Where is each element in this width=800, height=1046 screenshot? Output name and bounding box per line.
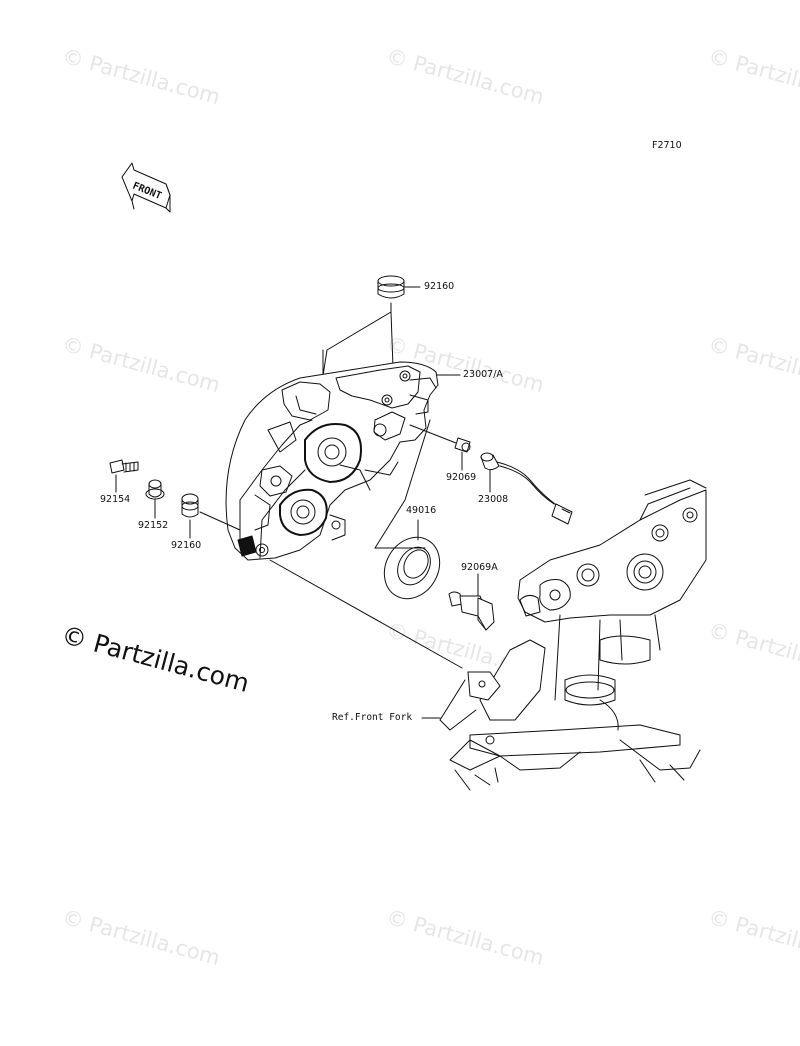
ref-front-fork-label[interactable]: Ref.Front Fork [332, 712, 413, 723]
grommet-92160-left [181, 493, 199, 518]
part-label-92152[interactable]: 92152 [138, 520, 169, 531]
part-label-92160-left[interactable]: 92160 [171, 540, 202, 551]
grommet-92160-top [377, 275, 405, 299]
part-label-92069A[interactable]: 92069A [461, 562, 498, 573]
bulb-92069A [448, 591, 495, 631]
seal-49016 [383, 536, 441, 600]
part-label-92154[interactable]: 92154 [100, 494, 131, 505]
leader-mount-to-fork [269, 559, 463, 669]
bulb-92069 [454, 437, 471, 453]
front-arrow-icon: FRONT [121, 162, 171, 213]
part-label-23008[interactable]: 23008 [478, 494, 509, 505]
front-fork-assembly [439, 479, 707, 791]
diagram-code: F2710 [652, 140, 682, 151]
part-label-92160-top[interactable]: 92160 [424, 281, 455, 292]
part-label-49016[interactable]: 49016 [406, 505, 437, 516]
part-label-92069[interactable]: 92069 [446, 472, 477, 483]
collar-92152 [145, 479, 165, 500]
socket-23008 [480, 452, 573, 525]
bolt-92154 [109, 459, 139, 474]
headlight-assembly [225, 361, 439, 561]
part-label-23007[interactable]: 23007/A [463, 369, 503, 380]
